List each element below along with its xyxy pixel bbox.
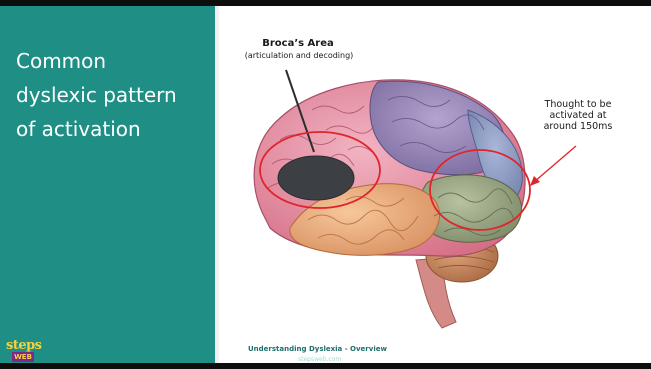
footer-url: stepsweb.com — [298, 356, 341, 363]
panel-divider — [215, 6, 219, 363]
logo-sub: WEB — [12, 352, 34, 362]
slide-title-line-2: dyslexic pattern — [16, 78, 206, 112]
logo-word: steps — [6, 338, 42, 353]
slide-title-line-1: Common — [16, 44, 206, 78]
broca-label-title: Broca’s Area — [238, 38, 358, 49]
slide-title-line-3: of activation — [16, 112, 206, 146]
timing-line-2: activated at — [520, 110, 636, 121]
timing-line-3: around 150ms — [520, 121, 636, 132]
footer-title: Understanding Dyslexia - Overview — [248, 345, 387, 353]
broca-label-subtitle: (articulation and decoding) — [220, 51, 378, 60]
slide-title: Common dyslexic pattern of activation — [16, 44, 206, 146]
timing-line-1: Thought to be — [520, 99, 636, 110]
brain-illustration — [228, 60, 548, 340]
stepsweb-logo: steps WEB — [6, 340, 36, 364]
bottom-bar — [0, 363, 651, 369]
timing-annotation: Thought to be activated at around 150ms — [520, 99, 636, 132]
